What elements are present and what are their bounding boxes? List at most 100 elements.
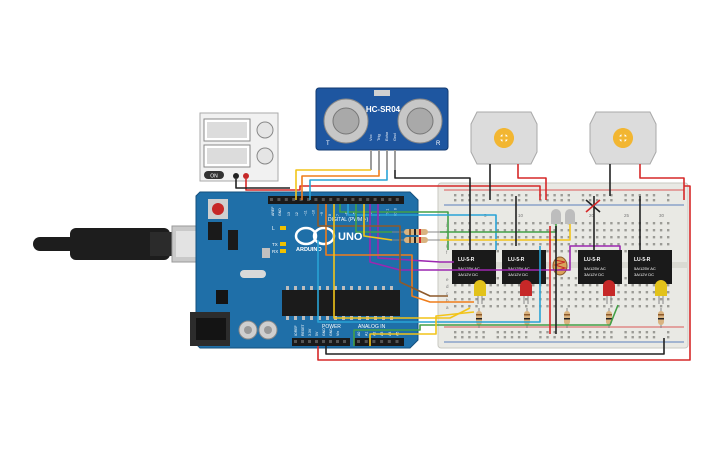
header-pin	[381, 198, 384, 201]
led-icon	[551, 209, 575, 224]
bb-rail-hole	[539, 199, 542, 202]
bb-rail-hole	[510, 331, 514, 334]
bb-hole	[503, 298, 507, 301]
bb-hole	[588, 291, 592, 294]
power-switch[interactable]	[204, 171, 224, 179]
bb-hole	[553, 277, 556, 280]
bb-rail-hole	[596, 336, 599, 339]
bb-hole	[652, 229, 656, 232]
bb-hole	[503, 229, 507, 232]
led-icon	[655, 280, 667, 304]
bb-hole	[503, 291, 507, 294]
wire-brown	[317, 204, 448, 297]
bb-hole	[503, 236, 507, 239]
bb-rail-hole	[482, 199, 485, 202]
bb-rail-hole	[496, 336, 499, 339]
power-pin-label: 3.3V	[308, 328, 312, 336]
bb-hole	[588, 222, 592, 225]
bb-rail-hole	[503, 194, 507, 197]
bb-hole	[624, 284, 627, 287]
wire-yellow	[369, 311, 475, 346]
bb-hole	[560, 222, 563, 225]
header-pin	[373, 198, 377, 201]
bb-hole	[510, 236, 514, 239]
bb-hole	[454, 298, 457, 301]
bb-hole	[603, 298, 606, 301]
bb-hole	[461, 298, 464, 301]
bb-hole	[461, 305, 464, 308]
bb-hole	[482, 305, 485, 308]
bb-rail-hole	[517, 331, 521, 334]
led-icon	[603, 280, 615, 304]
bb-rail-hole	[525, 336, 528, 339]
digital-pin-label: ~11	[303, 210, 307, 216]
bb-hole	[638, 298, 641, 301]
chip-leg	[286, 316, 289, 320]
power-pin-label: 5V	[315, 331, 319, 336]
analog-pin-label: A1	[365, 332, 369, 336]
bb-rail-hole	[588, 199, 592, 202]
bb-hole	[659, 229, 663, 232]
bb-rail-hole	[461, 194, 464, 197]
header-pin	[357, 340, 360, 343]
bb-rail-hole	[603, 336, 606, 339]
bb-rail-hole	[645, 336, 649, 339]
bb-hole	[588, 243, 592, 246]
bb-hole	[581, 305, 585, 308]
chip-leg	[374, 286, 377, 290]
bb-hole	[489, 236, 492, 239]
bb-rail-hole	[454, 199, 457, 202]
bb-hole	[645, 291, 649, 294]
power-supply: ON	[199, 112, 279, 182]
bb-row-e: e	[446, 277, 449, 282]
bb-hole	[581, 236, 585, 239]
bb-hole	[567, 298, 570, 301]
bb-hole	[645, 236, 649, 239]
digital-pin-label: 8	[328, 214, 332, 216]
bb-row-c: c	[446, 291, 449, 296]
bb-hole	[517, 243, 521, 246]
bb-hole	[652, 243, 656, 246]
header-pin	[387, 340, 391, 343]
bb-rail-hole	[667, 331, 670, 334]
header-pin	[343, 340, 346, 343]
bb-hole	[652, 291, 656, 294]
bb-hole	[496, 305, 499, 308]
header-pin	[299, 198, 303, 201]
bb-hole	[553, 236, 556, 239]
bb-rail-hole	[454, 336, 457, 339]
bb-hole	[468, 291, 471, 294]
bb-hole	[596, 284, 599, 287]
power-pin-label: RESET	[301, 323, 305, 336]
bb-hole	[539, 222, 542, 225]
bb-hole	[454, 222, 457, 225]
bb-rail-hole	[581, 199, 585, 202]
chip-icon	[282, 290, 400, 316]
bb-hole	[596, 291, 599, 294]
wire-yellow	[295, 169, 371, 200]
digital-pin-label: ~9	[320, 212, 324, 216]
bb-hole	[546, 236, 549, 239]
bb-hole	[503, 305, 507, 308]
relay-2-line2: 3A/12V DC	[508, 272, 528, 277]
bb-rail-hole	[560, 336, 563, 339]
bb-hole	[454, 291, 457, 294]
bb-rail-hole	[581, 194, 585, 197]
chip-leg	[358, 286, 361, 290]
bb-hole	[560, 243, 563, 246]
digital-pin-label: ~5	[353, 212, 357, 216]
bb-hole	[489, 305, 492, 308]
bb-hole	[581, 243, 585, 246]
header-pin	[292, 198, 296, 201]
bb-rail-hole	[553, 194, 556, 197]
bb-row-f: f	[446, 250, 448, 255]
bb-rail-hole	[482, 331, 485, 334]
bb-rail-hole	[667, 194, 670, 197]
pin-aref-label: AREF	[271, 207, 275, 216]
bb-hole	[560, 277, 563, 280]
bb-hole	[567, 291, 570, 294]
bb-hole	[574, 305, 578, 308]
chip-leg	[310, 316, 313, 320]
chip-leg	[302, 316, 305, 320]
bb-hole	[652, 298, 656, 301]
